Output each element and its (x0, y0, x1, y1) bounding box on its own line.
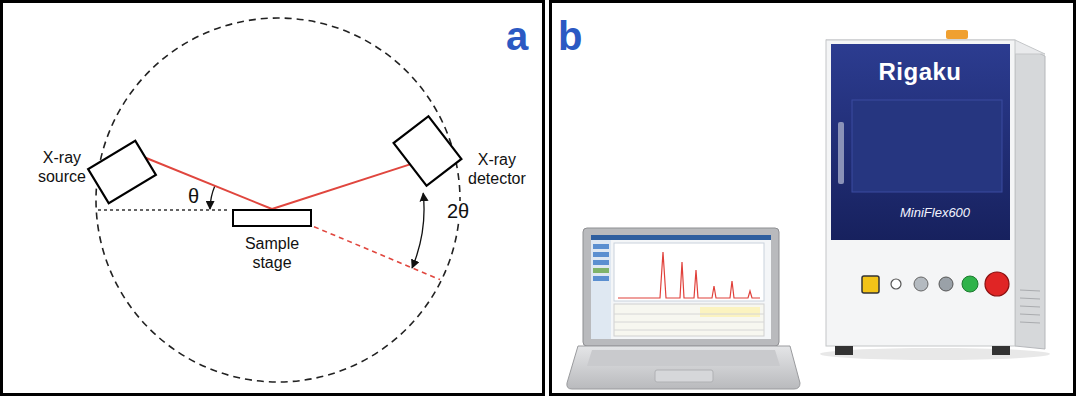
panel-frame (551, 2, 1075, 395)
laptop-base (567, 346, 800, 389)
laptop-lid (583, 228, 779, 346)
start-button (962, 276, 978, 292)
brand-name: Rigaku (878, 60, 961, 84)
indicator (891, 279, 901, 289)
screen-table-rule (614, 314, 764, 315)
goniometer-circle (96, 18, 460, 382)
screen-button (593, 276, 609, 281)
status-lamp (946, 30, 968, 39)
vent (1020, 322, 1040, 323)
laptop-screen (591, 235, 771, 339)
x-ray-beam (146, 158, 272, 209)
door-handle (838, 122, 844, 184)
screen-sidebar (591, 240, 611, 339)
screen-chart (614, 243, 764, 301)
screen-table (614, 304, 764, 336)
model-name: MiniFlex600 (900, 206, 970, 219)
sample-stage: Sample stage (222, 205, 322, 285)
power-button (862, 276, 879, 293)
cabinet-door (831, 44, 1010, 240)
foot (835, 346, 853, 355)
diffractometer (820, 30, 1050, 360)
x-ray-detector-box (394, 116, 462, 186)
foot (992, 346, 1010, 355)
door-window (852, 100, 1002, 192)
node-label: X-ray detector (468, 150, 526, 188)
angle-arc (412, 193, 424, 268)
angle-label: 2θ (445, 201, 471, 221)
diffraction-peaks (618, 252, 760, 298)
vent (1020, 314, 1040, 315)
floor-shadow (820, 348, 1050, 360)
laptop (567, 228, 800, 389)
angle-label: θ (188, 186, 199, 206)
emergency-stop (985, 272, 1009, 296)
cabinet-front (826, 40, 1015, 346)
reference-line (98, 209, 230, 211)
x-ray-source: X-ray source (36, 120, 166, 215)
screen-table-cell (700, 307, 760, 317)
x-ray-source-box (88, 141, 156, 204)
node-label: Sample stage (245, 234, 299, 272)
screen-table-rule (614, 322, 764, 323)
angle-arc (210, 186, 215, 209)
key-switch (914, 277, 928, 291)
x-ray-detector: X-ray detector (390, 108, 540, 198)
x-ray-beam (272, 164, 410, 209)
screen-toolbar (591, 235, 771, 240)
laptop-keyboard (587, 350, 780, 366)
shape-outline (36, 120, 166, 215)
knob (939, 277, 953, 291)
panel-letter: b (558, 16, 582, 56)
panel-letter: a (506, 16, 528, 56)
laptop-trackpad (655, 370, 713, 382)
vent (1020, 298, 1040, 299)
panel-frame (2, 2, 544, 395)
screen-button (593, 260, 609, 265)
screen-button (593, 252, 609, 257)
screen-button (593, 268, 609, 273)
vent (1020, 290, 1040, 291)
screen-table-rule (614, 330, 764, 331)
node-label: X-ray source (38, 148, 86, 186)
cabinet-side (1015, 42, 1045, 349)
vent (1020, 306, 1040, 307)
beam-extension (314, 227, 440, 280)
screen-button (593, 244, 609, 249)
sample-stage-box (232, 209, 312, 227)
